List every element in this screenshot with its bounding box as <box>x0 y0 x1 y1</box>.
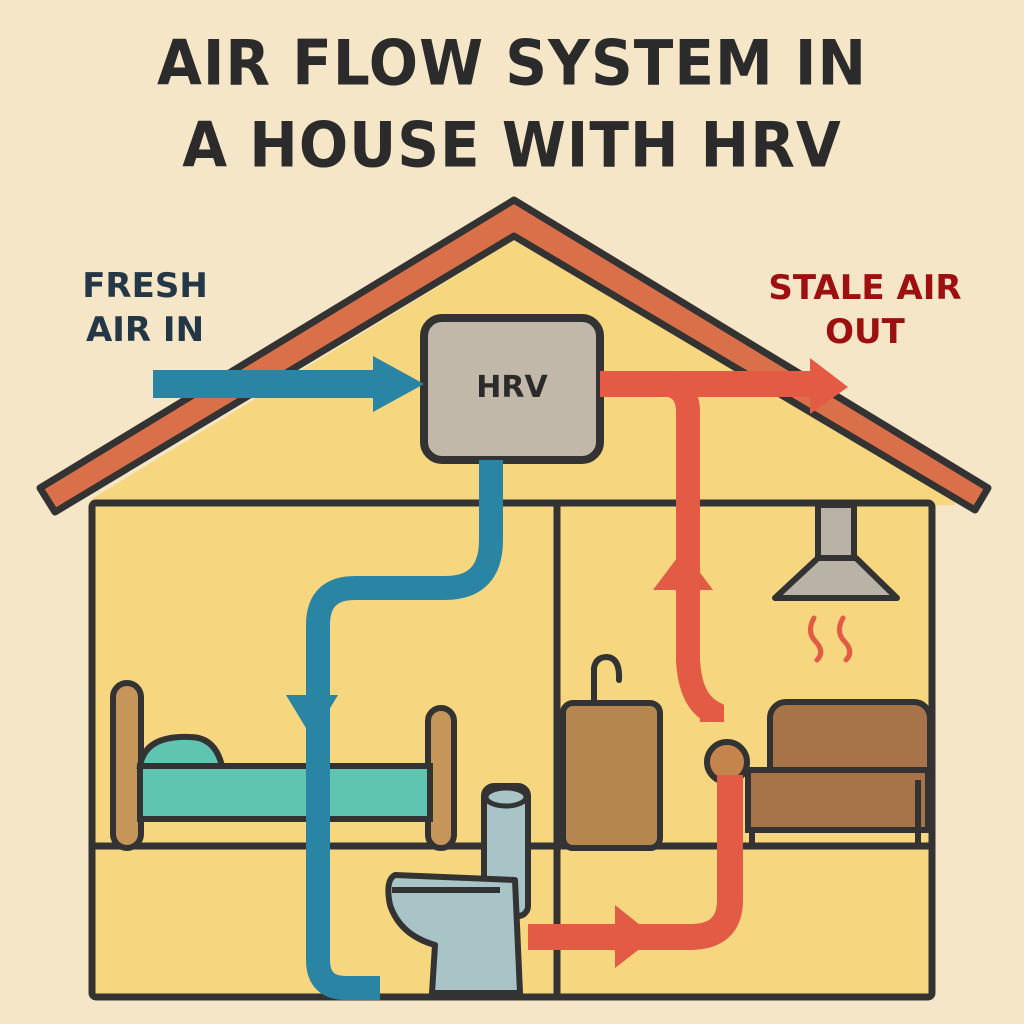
stale-air-flow <box>528 358 848 968</box>
stale-label-line-2: OUT <box>825 312 905 352</box>
title-line-2: A HOUSE WITH HRV <box>182 108 842 182</box>
stale-air-out-label: STALE AIR OUT <box>740 266 990 354</box>
fresh-label-line-2: AIR IN <box>85 310 205 350</box>
fresh-air-in-label: FRESH AIR IN <box>60 264 230 352</box>
hrv-label: HRV <box>476 370 548 405</box>
bed-icon <box>110 680 457 851</box>
stale-label-line-1: STALE AIR <box>768 268 962 308</box>
fridge-icon <box>560 653 663 851</box>
roof <box>36 196 992 516</box>
fresh-air-flow <box>153 356 503 1000</box>
steam-icon <box>808 615 853 663</box>
fresh-label-line-1: FRESH <box>82 266 208 306</box>
toilet-icon <box>385 783 531 996</box>
sofa-icon <box>704 699 933 848</box>
diagram-title: AIR FLOW SYSTEM IN A HOUSE WITH HRV <box>0 22 1024 186</box>
title-line-1: AIR FLOW SYSTEM IN <box>156 26 868 100</box>
range-hood-icon <box>772 502 900 601</box>
